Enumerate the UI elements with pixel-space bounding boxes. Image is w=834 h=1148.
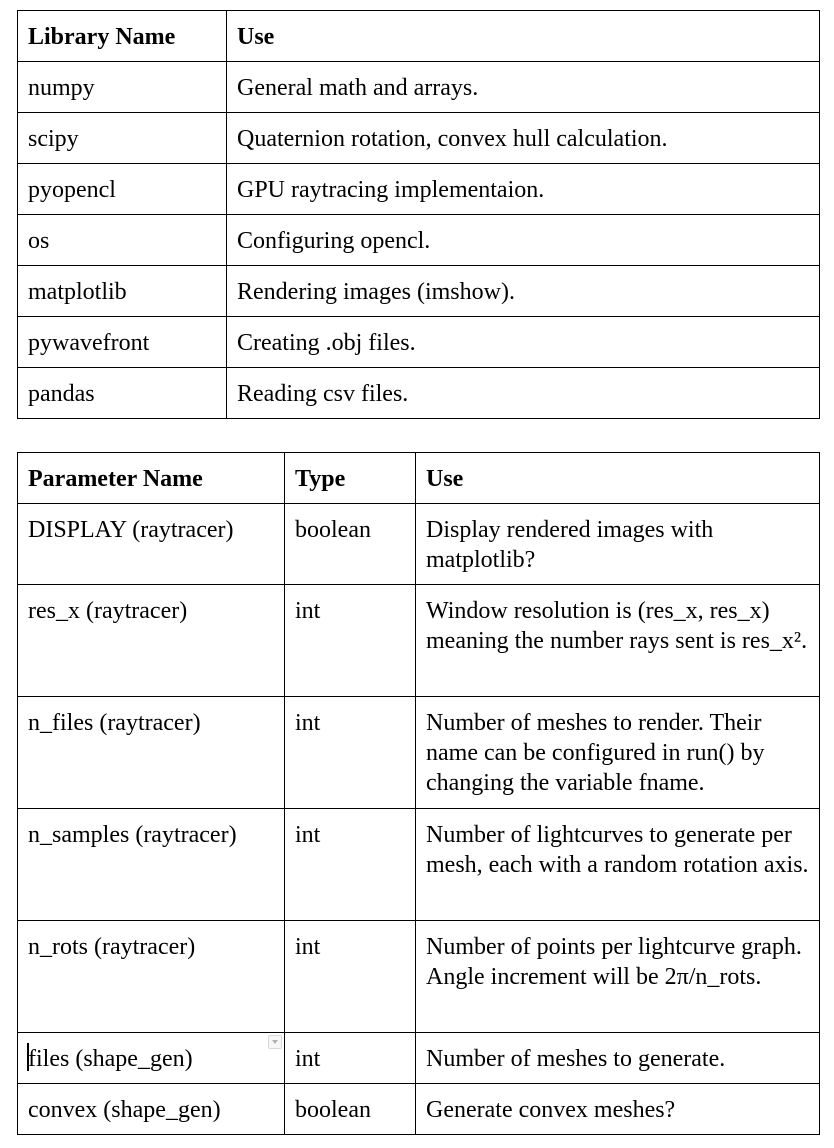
column-header-use: Use [226, 10, 820, 62]
library-use-cell[interactable]: Creating .obj files. [226, 316, 820, 368]
table-row: scipy Quaternion rotation, convex hull c… [17, 112, 820, 164]
table-header-row: Library Name Use [17, 10, 820, 62]
parameter-use-cell[interactable]: Window resolution is (res_x, res_x) mean… [415, 584, 820, 697]
table-row: convex (shape_gen) boolean Generate conv… [17, 1083, 820, 1135]
library-name-cell[interactable]: pyopencl [17, 163, 227, 215]
table-header-row: Parameter Name Type Use [17, 452, 820, 504]
parameter-type-cell[interactable]: int [284, 808, 416, 921]
library-name-cell[interactable]: matplotlib [17, 265, 227, 317]
parameter-name-cell[interactable]: n_rots (raytracer) [17, 920, 285, 1033]
library-name-cell[interactable]: pywavefront [17, 316, 227, 368]
library-name-cell[interactable]: os [17, 214, 227, 266]
parameter-name-cell[interactable]: n_files (raytracer) [17, 696, 285, 809]
table-row: DISPLAY (raytracer) boolean Display rend… [17, 503, 820, 585]
table-row: matplotlib Rendering images (imshow). [17, 265, 820, 317]
parameters-table: Parameter Name Type Use DISPLAY (raytrac… [17, 452, 820, 1135]
library-use-cell[interactable]: Reading csv files. [226, 367, 820, 419]
parameter-type-cell[interactable]: int [284, 696, 416, 809]
library-use-cell[interactable]: GPU raytracing implementaion. [226, 163, 820, 215]
parameter-name-cell[interactable]: DISPLAY (raytracer) [17, 503, 285, 585]
parameter-type-cell[interactable]: int [284, 584, 416, 697]
column-header-use: Use [415, 452, 820, 504]
table-row: n_files (raytracer) int Number of meshes… [17, 696, 820, 809]
library-use-cell[interactable]: Configuring opencl. [226, 214, 820, 266]
library-use-cell[interactable]: General math and arrays. [226, 61, 820, 113]
column-header-parameter-name: Parameter Name [17, 452, 285, 504]
table-row: n_samples (raytracer) int Number of ligh… [17, 808, 820, 921]
libraries-table: Library Name Use numpy General math and … [17, 10, 820, 419]
parameter-name-cell-active[interactable]: files (shape_gen) [17, 1032, 285, 1084]
library-name-cell[interactable]: scipy [17, 112, 227, 164]
column-header-type: Type [284, 452, 416, 504]
table-row: os Configuring opencl. [17, 214, 820, 266]
parameter-name-cell[interactable]: res_x (raytracer) [17, 584, 285, 697]
parameter-type-cell[interactable]: int [284, 920, 416, 1033]
table-row: numpy General math and arrays. [17, 61, 820, 113]
cell-dropdown-icon[interactable] [268, 1035, 282, 1049]
parameter-type-cell[interactable]: int [284, 1032, 416, 1084]
parameter-name-cell[interactable]: convex (shape_gen) [17, 1083, 285, 1135]
text-cursor [27, 1043, 29, 1071]
parameter-type-cell[interactable]: boolean [284, 503, 416, 585]
parameter-use-cell[interactable]: Number of lightcurves to generate per me… [415, 808, 820, 921]
parameter-name-text: files (shape_gen) [28, 1046, 193, 1072]
table-row: n_rots (raytracer) int Number of points … [17, 920, 820, 1033]
library-use-cell[interactable]: Rendering images (imshow). [226, 265, 820, 317]
table-row: res_x (raytracer) int Window resolution … [17, 584, 820, 697]
parameter-use-cell[interactable]: Number of meshes to render. Their name c… [415, 696, 820, 809]
parameter-use-cell[interactable]: Number of meshes to generate. [415, 1032, 820, 1084]
parameter-type-cell[interactable]: boolean [284, 1083, 416, 1135]
library-use-cell[interactable]: Quaternion rotation, convex hull calcula… [226, 112, 820, 164]
parameter-use-cell[interactable]: Generate convex meshes? [415, 1083, 820, 1135]
column-header-library-name: Library Name [17, 10, 227, 62]
table-row: files (shape_gen) int Number of meshes t… [17, 1032, 820, 1084]
library-name-cell[interactable]: numpy [17, 61, 227, 113]
table-row: pyopencl GPU raytracing implementaion. [17, 163, 820, 215]
parameter-use-cell[interactable]: Display rendered images with matplotlib? [415, 503, 820, 585]
parameter-use-cell[interactable]: Number of points per lightcurve graph. A… [415, 920, 820, 1033]
table-row: pywavefront Creating .obj files. [17, 316, 820, 368]
library-name-cell[interactable]: pandas [17, 367, 227, 419]
parameter-name-cell[interactable]: n_samples (raytracer) [17, 808, 285, 921]
table-row: pandas Reading csv files. [17, 367, 820, 419]
